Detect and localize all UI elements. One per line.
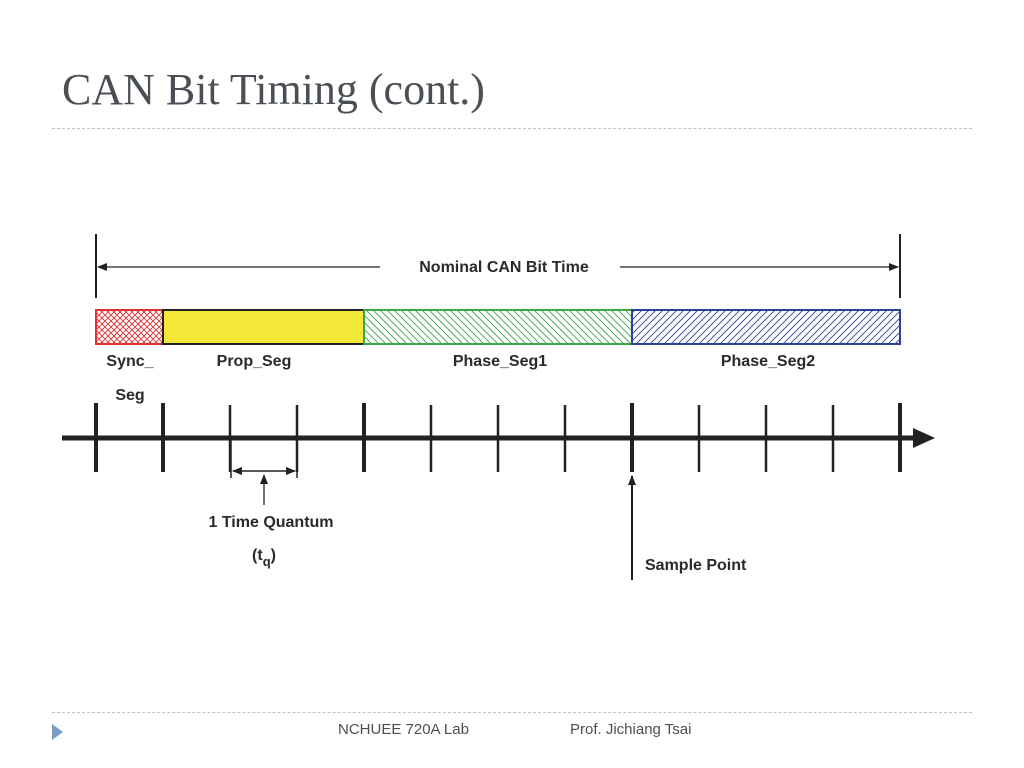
time-axis-arrowhead xyxy=(913,428,935,448)
segment-prop-label: Prop_Seg xyxy=(217,353,292,370)
bit-time-label: Nominal CAN Bit Time xyxy=(419,259,589,276)
slide-title: CAN Bit Timing (cont.) xyxy=(62,65,485,114)
footer-bullet-icon xyxy=(52,724,63,740)
tq-symbol: (tq) xyxy=(252,547,276,569)
can-bit-timing-diagram: Nominal CAN Bit Time Sync_ Seg Prop_Seg … xyxy=(62,234,935,580)
segment-sync-label-line1: Sync_ xyxy=(106,353,154,370)
footer-divider xyxy=(52,712,972,713)
time-quantum-ticks xyxy=(94,403,902,472)
footer-professor: Prof. Jichiang Tsai xyxy=(570,721,692,738)
segment-phase2 xyxy=(631,309,901,345)
segment-phase2-label: Phase_Seg2 xyxy=(721,353,815,370)
segment-prop xyxy=(162,309,365,345)
segment-sync xyxy=(95,309,164,345)
time-quantum-label: 1 Time Quantum xyxy=(208,514,333,531)
segment-sync-label-line2: Seg xyxy=(115,387,144,404)
footer-lab: NCHUEE 720A Lab xyxy=(338,721,469,738)
segment-phase1 xyxy=(363,309,633,345)
title-divider xyxy=(52,128,972,129)
sample-point-label: Sample Point xyxy=(645,557,747,574)
segment-phase1-label: Phase_Seg1 xyxy=(453,353,547,370)
tq-subscript: q xyxy=(263,554,271,569)
